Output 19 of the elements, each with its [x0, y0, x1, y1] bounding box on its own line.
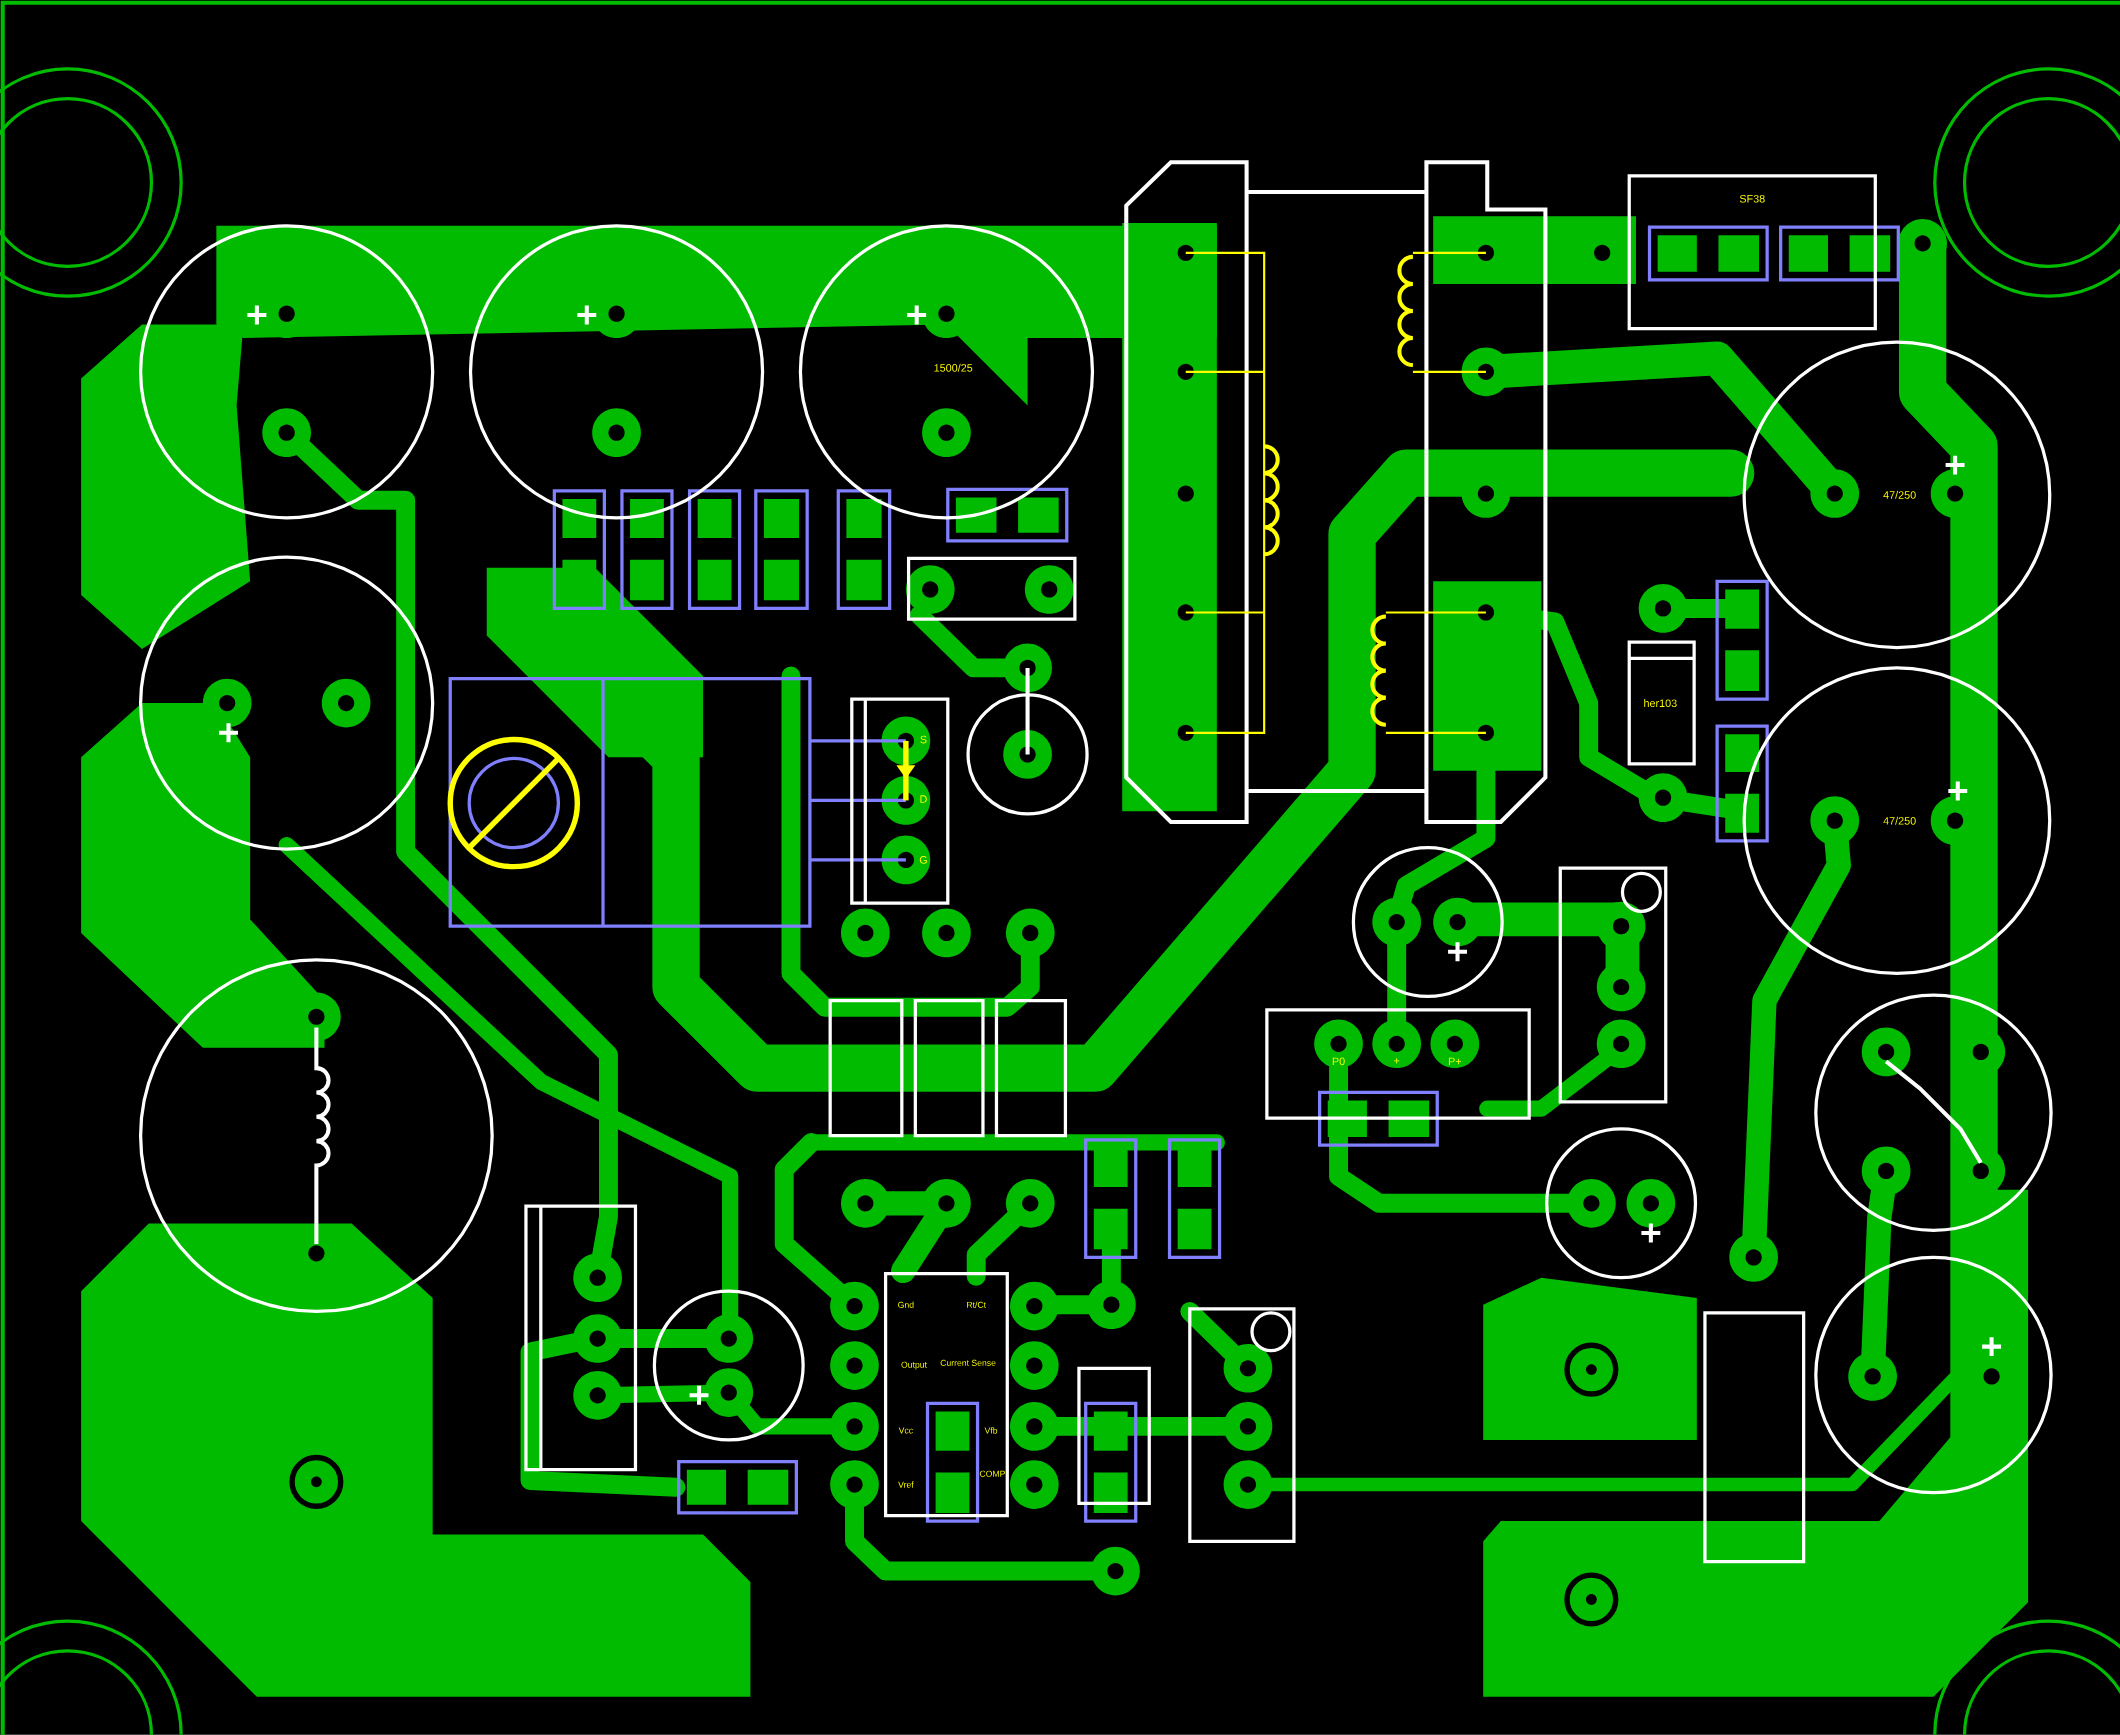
component-label: COMP	[979, 1470, 1005, 1477]
component-label: Vcc	[898, 1427, 913, 1434]
component-label: Current Sense	[940, 1360, 996, 1367]
component-label: +	[1394, 1058, 1400, 1064]
component-label: SF38	[1739, 195, 1765, 203]
component-label: Rt/Ct	[967, 1301, 986, 1309]
component-label: 1500/25	[934, 363, 973, 372]
component-label: Vfb	[984, 1427, 998, 1434]
component-label: Output	[901, 1361, 927, 1370]
component-label: her103	[1644, 699, 1677, 708]
component-label: G	[919, 856, 927, 864]
component-label: 47/250	[1883, 491, 1916, 499]
component-label: Gnd	[898, 1301, 914, 1309]
component-label: P0	[1332, 1057, 1345, 1066]
component-label: D	[920, 795, 927, 803]
component-label: P+	[1448, 1057, 1462, 1066]
component-label: Vref	[898, 1481, 914, 1488]
component-label: S	[920, 735, 927, 744]
component-label: 47/250	[1883, 816, 1916, 825]
